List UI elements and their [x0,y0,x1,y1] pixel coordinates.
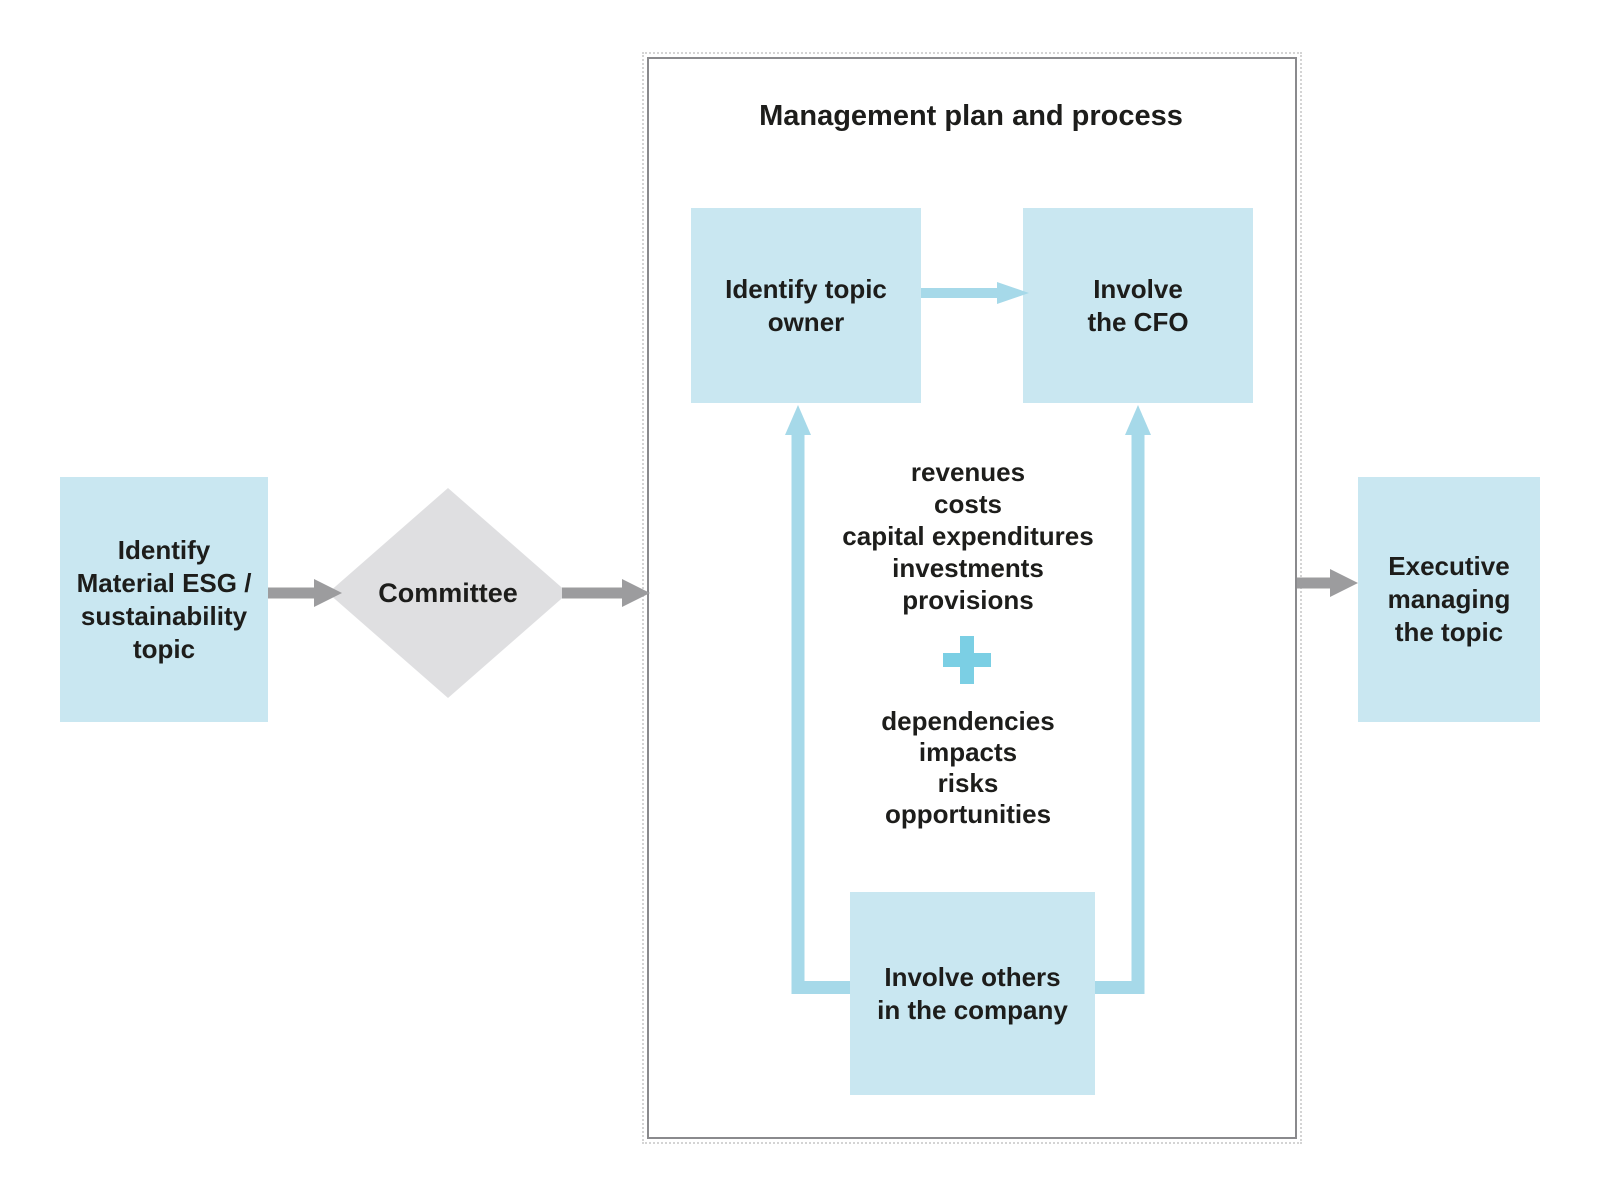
node-identify-topic-owner: Identify topic owner [691,208,921,403]
arrow-others-to-cfo-icon [1125,405,1151,994]
plus-icon [943,636,991,684]
arrow-head [1125,405,1151,435]
arrow-shaft [562,587,626,599]
committee-label: Committee [378,577,518,608]
panel-title: Management plan and process [759,100,1183,132]
arrow-shaft [268,587,318,599]
arrow-head [785,405,811,435]
arrow-shaft [1297,577,1335,589]
arrow-committee-to-panel-icon [562,579,650,607]
financial-items-list: revenues costs capital expenditures inve… [842,457,1094,615]
arrow-owner-to-cfo-icon [921,279,1029,307]
node-involve-others: Involve others in the company [850,892,1095,1095]
arrow-shaft [1131,434,1145,994]
arrow-head [622,579,650,607]
node-executive-managing-topic: Executive managing the topic [1358,477,1540,722]
arrow-others-to-owner-icon [785,405,811,994]
arrow-step1-to-committee-icon [268,579,342,607]
node-committee: Committee [328,488,568,698]
arrow-shaft [921,288,1001,298]
node-identify-material-esg: Identify Material ESG / sustainability t… [60,477,268,722]
node-involve-cfo: Involve the CFO [1023,208,1253,403]
esg-items-list: dependencies impacts risks opportunities [881,706,1055,829]
arrow-panel-to-executive-icon [1297,569,1358,597]
arrow-head [314,579,342,607]
arrow-head [997,282,1029,304]
arrow-head [1330,569,1358,597]
arrow-shaft [791,434,805,994]
